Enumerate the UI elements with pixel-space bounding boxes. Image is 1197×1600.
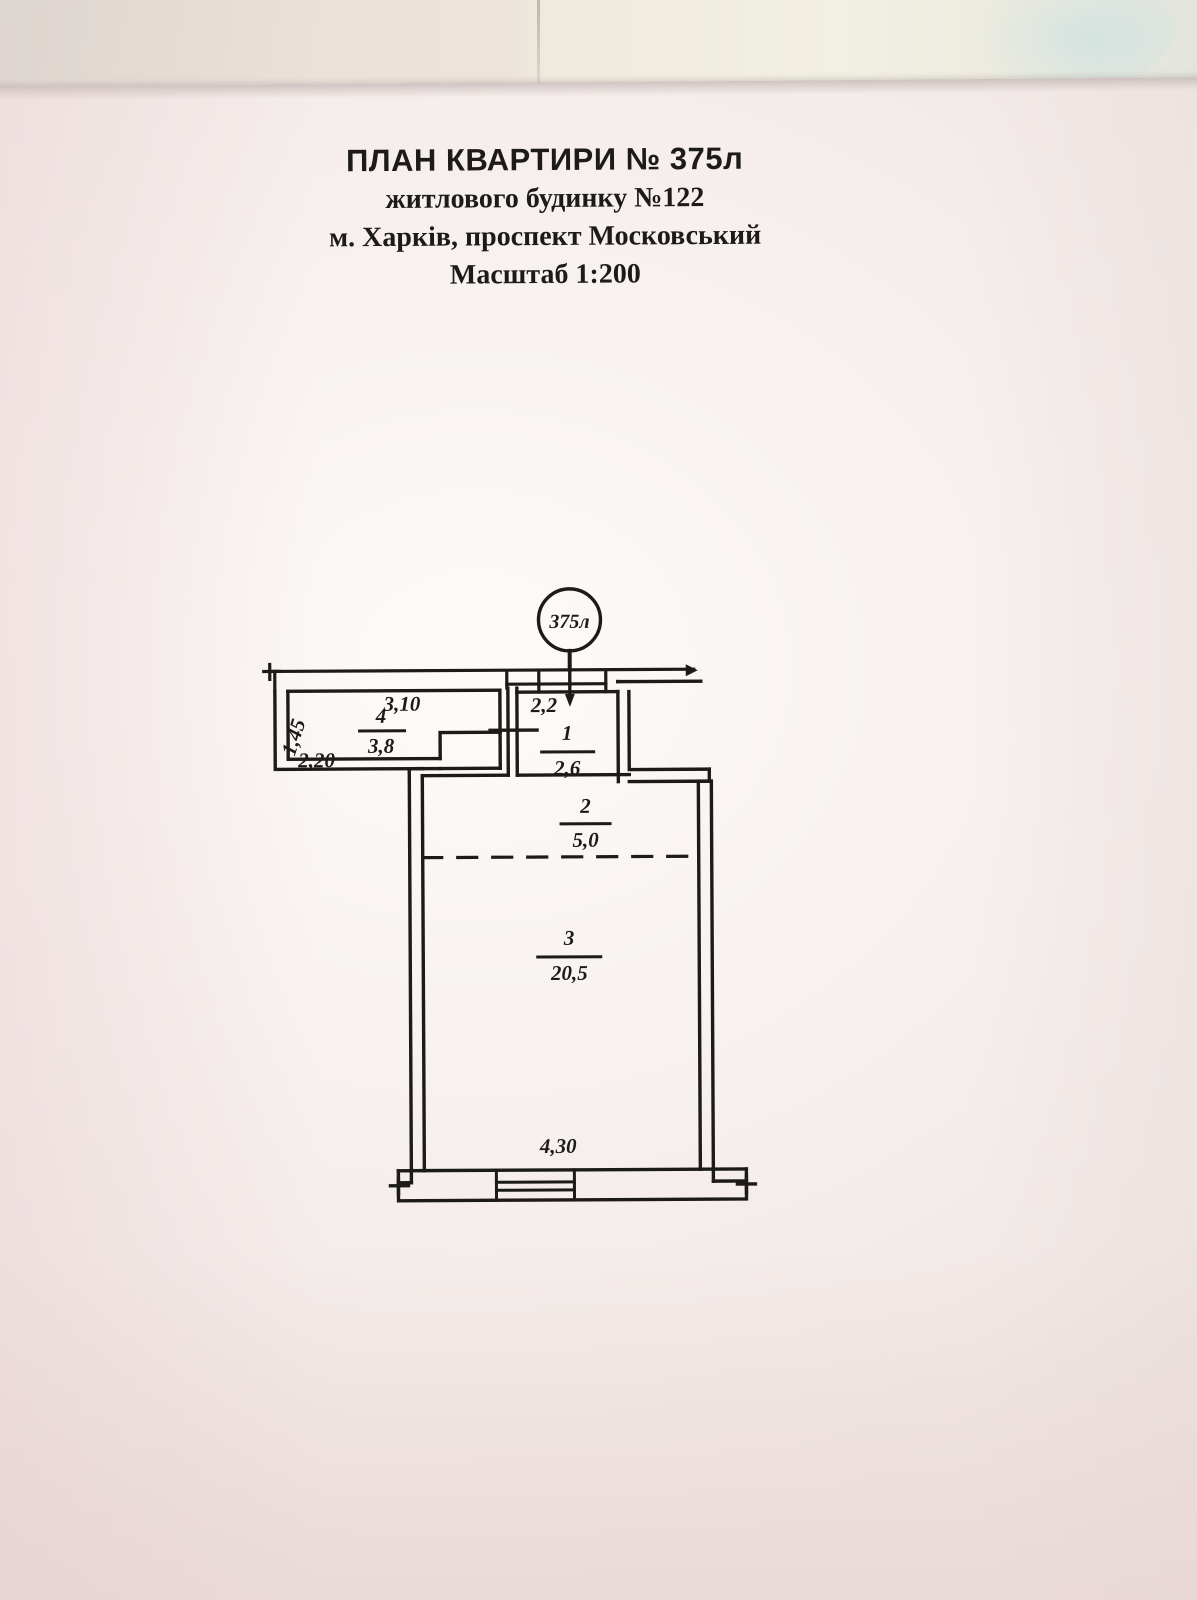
- top-dimension-line: [272, 667, 696, 674]
- room-1-number: 1: [562, 721, 573, 745]
- building-subtitle: житлового будинку №122: [385, 182, 705, 215]
- page-title: ПЛАН КВАРТИРИ № 375л: [345, 140, 744, 179]
- dimension-top-left-label: 3,10: [382, 692, 420, 716]
- room-1-walls: [515, 689, 621, 784]
- room-4-walls: [273, 688, 502, 772]
- main-room-walls: [407, 766, 716, 1185]
- right-wing-walls: [616, 679, 712, 784]
- room-4-number: 4: [375, 704, 387, 728]
- apartment-tag-label: 375л: [548, 611, 589, 633]
- floor-plan-svg: 375л 3,10 2,2 1,45 2,20 4 3,8 1 2,6 2 5,…: [262, 587, 758, 1203]
- bottom-dimension-left-tick: [388, 1177, 411, 1196]
- balcony-window-sashes: [494, 1168, 577, 1202]
- room-3-area: 20,5: [550, 961, 588, 985]
- document-title-block: ПЛАН КВАРТИРИ № 375л житлового будинку №…: [0, 137, 1090, 298]
- dimension-left-lower-label: 2,20: [297, 748, 335, 772]
- room-2-3-divider: [421, 854, 701, 860]
- top-dimension-right-arrow: [685, 664, 698, 677]
- room-3-number: 3: [563, 926, 575, 950]
- dimension-bottom-label: 4,30: [539, 1134, 577, 1158]
- wall-seam: [537, 0, 540, 110]
- room-2-number: 2: [579, 794, 591, 818]
- room-1-area: 2,6: [553, 756, 581, 780]
- room-4-area: 3,8: [367, 734, 395, 758]
- scale-subtitle: Масштаб 1:200: [449, 258, 641, 291]
- top-dimension-left-tick: [262, 662, 282, 682]
- bottom-dimension-right-tick: [735, 1175, 758, 1194]
- floor-plan-drawing: 375л 3,10 2,2 1,45 2,20 4 3,8 1 2,6 2 5,…: [253, 568, 837, 1251]
- room-2-area: 5,0: [572, 828, 599, 852]
- bottom-wall-and-balcony: [396, 1167, 749, 1203]
- room-4-niche: [438, 730, 502, 771]
- dimension-top-mid-label: 2,2: [530, 693, 558, 717]
- address-subtitle: м. Харків, проспект Московський: [328, 219, 762, 254]
- dimension-2-2-arrowhead: [564, 693, 575, 707]
